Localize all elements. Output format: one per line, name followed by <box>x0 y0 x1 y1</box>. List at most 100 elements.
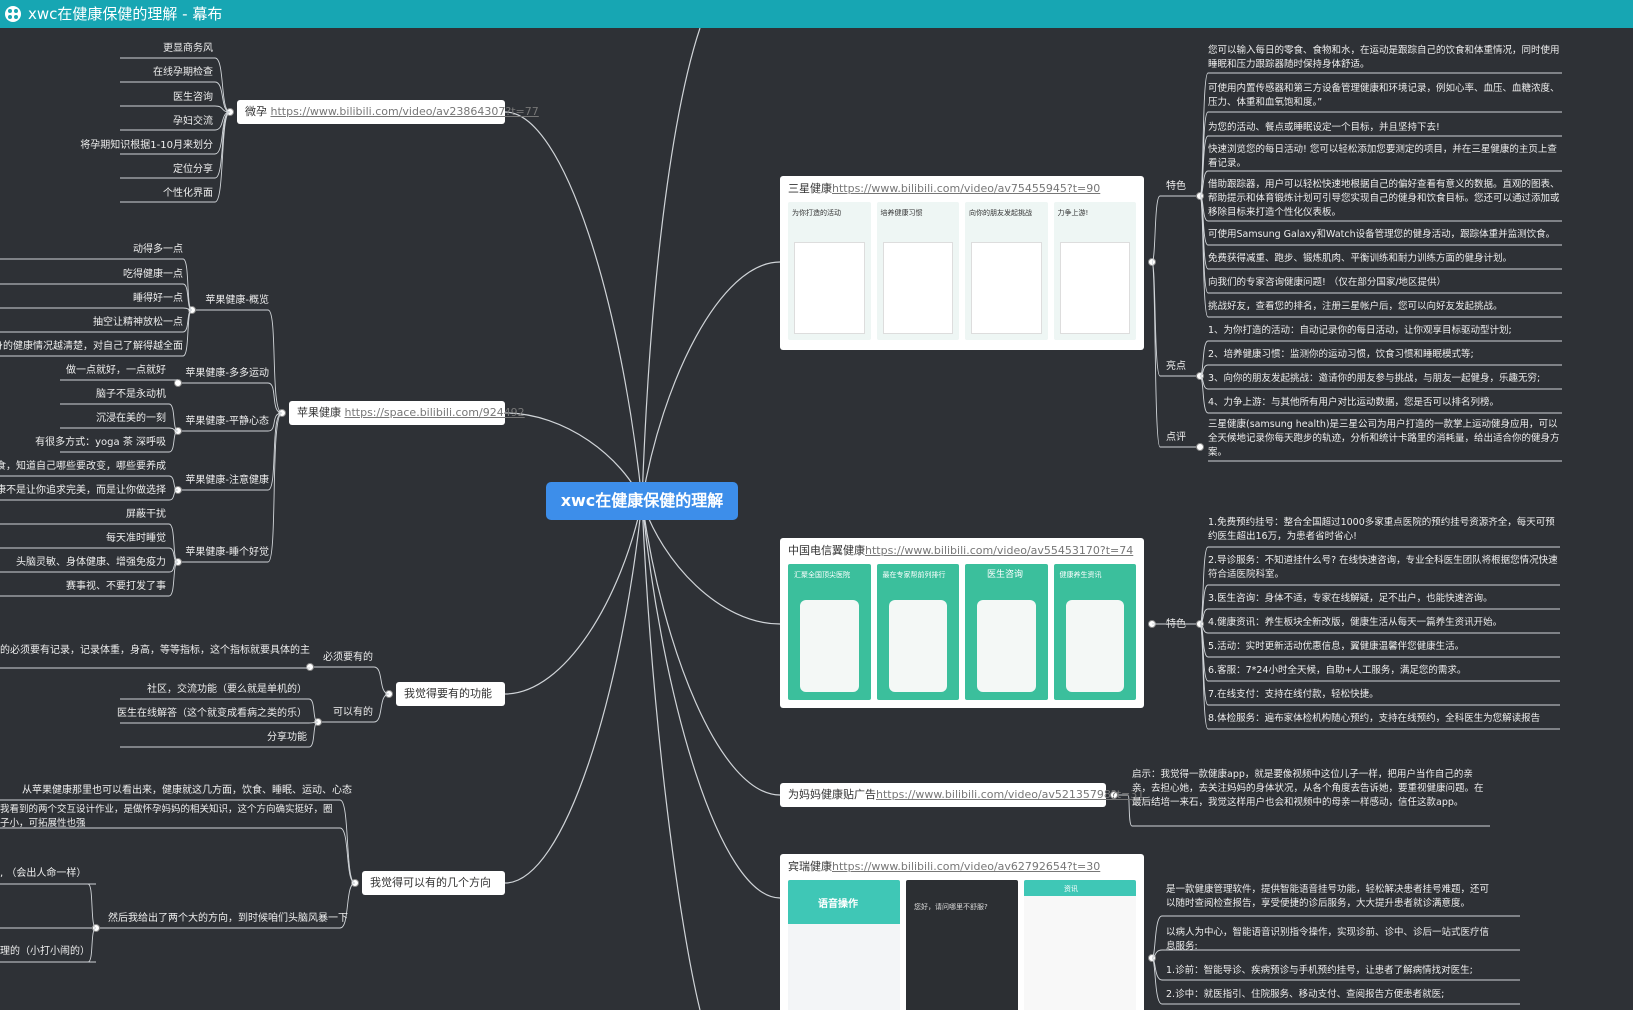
apple-item[interactable]: 康不是让你追求完美，而是让你做选择 <box>0 485 166 496</box>
features-item[interactable]: 医生在线解答（这个就变成看病之类的乐） <box>117 708 307 719</box>
samsung-feature[interactable]: 可使用Samsung Galaxy和Watch设备管理您的健身活动，跟踪体重并监… <box>1208 229 1556 240</box>
telecom-screenshot: 最在专家帮前列排行 <box>876 564 959 700</box>
apple-group-label[interactable]: 苹果健康-概览 <box>205 295 269 306</box>
apple-item[interactable]: 睡得好一点 <box>133 293 183 304</box>
telecom-feature[interactable]: 6.客服：7*24小时全天候，自助+人工服务，满足您的需求。 <box>1208 665 1467 676</box>
node-weiyun-link[interactable]: https://www.bilibili.com/video/av2386430… <box>270 105 539 118</box>
features-item[interactable]: 分享功能 <box>267 732 307 743</box>
features-group-label[interactable]: 可以有的 <box>333 707 373 718</box>
connector <box>1199 135 1209 197</box>
card-samsung[interactable]: 三星健康https://www.bilibili.com/video/av754… <box>780 176 1144 350</box>
apple-group-label[interactable]: 苹果健康-睡个好觉 <box>185 547 269 558</box>
apple-item[interactable]: 身的健康情况越清楚，对自己了解得越全面 <box>0 341 183 352</box>
weiyun-item[interactable]: 更显商务风 <box>163 43 213 54</box>
samsung-features-label[interactable]: 特色 <box>1166 181 1186 192</box>
node-mom[interactable]: 为妈妈健康贴广告https://www.bilibili.com/video/a… <box>780 783 1144 807</box>
connector <box>504 500 643 695</box>
root-node[interactable]: xwc在健康保健的理解 <box>546 482 738 520</box>
telecom-features-label[interactable]: 特色 <box>1166 619 1186 630</box>
node-mom-label: 为妈妈健康贴广告 <box>788 788 876 801</box>
features-group-label[interactable]: 必须要有的 <box>323 652 373 663</box>
mindmap-canvas[interactable]: xwc在健康保健的理解 微孕 https://www.bilibili.com/… <box>0 28 1633 1010</box>
binrui-item[interactable]: 1.诊前：智能导诊、疾病预诊与手机预约挂号，让患者了解病情找对医生; <box>1166 965 1473 976</box>
apple-group-label[interactable]: 苹果健康-平静心态 <box>185 416 269 427</box>
card-binrui[interactable]: 宾瑞健康https://www.bilibili.com/video/av627… <box>780 854 1144 1010</box>
node-apple-link[interactable]: https://space.bilibili.com/924492 <box>344 406 525 419</box>
mom-text[interactable]: 启示：我觉得一款健康app，就是要像视频中这位儿子一样，把用户当作自己的亲亲，去… <box>1132 769 1484 808</box>
features-item[interactable]: 社区，交流功能（要么就是单机的） <box>147 684 307 695</box>
card-telecom-link[interactable]: https://www.bilibili.com/video/av5545317… <box>865 544 1134 557</box>
apple-item[interactable]: 做一点就好，一点就好 <box>66 365 166 376</box>
binrui-center[interactable]: 以病人为中心，智能语音识别指令操作，实现诊前、诊中、诊后一站式医疗信息服务: <box>1166 927 1490 952</box>
apple-item[interactable]: 赛事视、不要打发了事 <box>66 581 166 592</box>
samsung-highlight[interactable]: 2、培养健康习惯：监测你的运动习惯，饮食习惯和睡眠模式等; <box>1208 349 1474 360</box>
node-features[interactable]: 我觉得要有的功能 <box>396 682 505 706</box>
apple-item[interactable]: 屏蔽干扰 <box>126 509 166 520</box>
apple-group-label[interactable]: 苹果健康-多多运动 <box>185 368 269 379</box>
telecom-feature[interactable]: 1.免费预约挂号：整合全国超过1000多家重点医院的预约挂号资源齐全，每天可预约… <box>1208 517 1555 542</box>
directions-item[interactable]: 从苹果健康那里也可以看出来，健康就这几方面，饮食、睡眠、运动、心态 <box>22 785 352 796</box>
directions-sub[interactable]: , （会出人命一样） <box>0 868 87 879</box>
card-binrui-link[interactable]: https://www.bilibili.com/video/av6279265… <box>832 860 1101 873</box>
features-item[interactable]: 的必须要有记录，记录体重，身高，等等指标，这个指标就要具体的主 <box>0 645 310 656</box>
telecom-feature[interactable]: 5.活动：实时更新活动优惠信息，翼健康温馨伴您健康生活。 <box>1208 641 1465 652</box>
connector <box>87 927 97 963</box>
app-logo-icon <box>5 6 21 22</box>
samsung-highlight[interactable]: 3、向你的朋友发起挑战：邀请你的朋友参与挑战，与朋友一起健身，乐趣无穷; <box>1208 373 1541 384</box>
samsung-feature[interactable]: 您可以输入每日的零食、食物和水，在运动是跟踪自己的饮食和体重情况，同时使用睡眠和… <box>1208 45 1560 70</box>
weiyun-item[interactable]: 在线孕期检查 <box>153 67 213 78</box>
card-samsung-label: 三星健康 <box>788 182 832 195</box>
weiyun-item[interactable]: 定位分享 <box>173 164 213 175</box>
node-directions[interactable]: 我觉得可以有的几个方向 <box>362 871 505 895</box>
samsung-highlight[interactable]: 1、为你打造的活动：自动记录你的每日活动，让你观享目标驱动型计划; <box>1208 325 1512 336</box>
binrui-intro[interactable]: 是一款健康管理软件，提供智能语音挂号功能，轻松解决患者挂号难题，还可以随时查阅检… <box>1166 884 1490 909</box>
samsung-highlights-label[interactable]: 亮点 <box>1166 361 1186 372</box>
connector <box>1151 261 1161 448</box>
telecom-feature[interactable]: 3.医生咨询：身体不适，专家在线解疑，足不出户，也能快速咨询。 <box>1208 593 1493 604</box>
connector <box>641 28 701 502</box>
card-samsung-link[interactable]: https://www.bilibili.com/video/av7545594… <box>832 182 1101 195</box>
directions-item[interactable]: 然后我给出了两个大的方向，到时候咱们头脑风暴一下 <box>108 913 348 924</box>
weiyun-item[interactable]: 将孕期知识根据1-10月来划分 <box>80 140 213 151</box>
apple-item[interactable]: 食，知道自己哪些要改变，哪些要养成 <box>0 461 166 472</box>
connector <box>339 827 356 884</box>
telecom-feature[interactable]: 8.体检服务：遍布家体检机构随心预约，支持在线预约，全科医生为您解读报告 <box>1208 713 1541 724</box>
samsung-review-label[interactable]: 点评 <box>1166 432 1186 443</box>
apple-item[interactable]: 每天准时睡觉 <box>106 533 166 544</box>
samsung-feature[interactable]: 挑战好友，查看您的排名，注册三星帐户后，您可以向好友发起挑战。 <box>1208 301 1503 312</box>
samsung-feature[interactable]: 可使用内置传感器和第三方设备管理健康和环境记录，例如心率、血压、血糖浓度、压力、… <box>1208 83 1560 108</box>
samsung-screenshot: 力争上游! <box>1053 202 1136 340</box>
node-mom-link[interactable]: https://www.bilibili.com/video/av5213579… <box>876 788 1145 801</box>
binrui-screenshot: 语音操作 <box>788 880 900 1010</box>
apple-item[interactable]: 头脑灵敏、身体健康、增强免疫力 <box>16 557 166 568</box>
connector <box>168 561 179 597</box>
apple-item[interactable]: 抽空让精神放松一点 <box>93 317 183 328</box>
binrui-item[interactable]: 2.诊中：就医指引、住院服务、移动支付、查阅报告方便患者就医; <box>1166 989 1445 1000</box>
directions-item[interactable]: 我看到的两个交互设计作业，是做怀孕妈妈的相关知识，这个方向确实挺好，圈子小，可拓… <box>0 804 333 829</box>
apple-item[interactable]: 吃得健康一点 <box>123 269 183 280</box>
samsung-feature[interactable]: 借助跟踪器，用户可以轻松快速地根据自己的偏好查看有意义的数据。直观的图表、帮助提… <box>1208 179 1560 218</box>
connector <box>267 412 283 491</box>
samsung-review[interactable]: 三星健康(samsung health)是三星公司为用户打造的一款掌上运动健身应… <box>1208 419 1560 458</box>
card-telecom[interactable]: 中国电信翼健康https://www.bilibili.com/video/av… <box>780 538 1144 708</box>
samsung-feature[interactable]: 免费获得减重、跑步、锻炼肌肉、平衡训练和耐力训练方面的健身计划。 <box>1208 253 1513 264</box>
samsung-feature[interactable]: 向我们的专家咨询健康问题! （仅在部分国家/地区提供） <box>1208 277 1447 288</box>
telecom-feature[interactable]: 4.健康资讯：养生板块全新改版，健康生活从每天一篇养生资讯开始。 <box>1208 617 1503 628</box>
apple-item[interactable]: 有很多方式：yoga 茶 深呼吸 <box>35 437 166 448</box>
apple-item[interactable]: 沉浸在美的一刻 <box>96 413 166 424</box>
telecom-feature[interactable]: 7.在线支付：支持在线付款，轻松快捷。 <box>1208 689 1379 700</box>
samsung-feature[interactable]: 为您的活动、餐点或睡眠设定一个目标，并且坚持下去! <box>1208 122 1440 133</box>
apple-item[interactable]: 脑子不是永动机 <box>96 389 166 400</box>
directions-sub[interactable]: 理的（小打小闹的） <box>0 946 90 957</box>
samsung-highlight[interactable]: 4、力争上游：与其他所有用户对比运动数据，您是否可以排名列榜。 <box>1208 397 1500 408</box>
telecom-feature[interactable]: 2.导诊服务：不知道挂什么号? 在线快速咨询，专业全科医生团队将根据您情况快速符… <box>1208 555 1558 580</box>
apple-group-label[interactable]: 苹果健康-注意健康 <box>185 475 269 486</box>
node-weiyun[interactable]: 微孕 https://www.bilibili.com/video/av2386… <box>237 100 539 124</box>
weiyun-item[interactable]: 个性化界面 <box>163 188 213 199</box>
apple-item[interactable]: 动得多一点 <box>133 244 183 255</box>
connector <box>1199 608 1209 625</box>
weiyun-item[interactable]: 孕妇交流 <box>173 116 213 127</box>
samsung-feature[interactable]: 快速浏览您的每日活动! 您可以轻松添加您要测定的项目，并在三星健康的主页上查看记… <box>1208 144 1557 169</box>
node-apple[interactable]: 苹果健康 https://space.bilibili.com/924492 <box>289 401 525 425</box>
weiyun-item[interactable]: 医生咨询 <box>173 92 213 103</box>
